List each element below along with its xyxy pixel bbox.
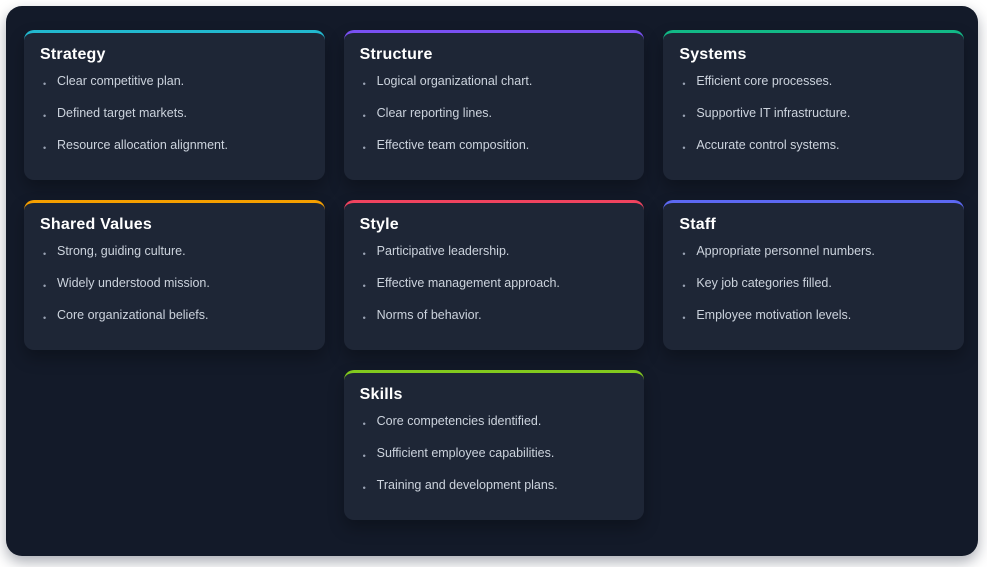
list-item: • Employee motivation levels. <box>682 308 948 323</box>
list-item-text: Sufficient employee capabilities. <box>376 446 555 460</box>
list-item-text: Resource allocation alignment. <box>57 138 228 152</box>
bullet-icon: • <box>362 419 366 429</box>
card-title: Staff <box>679 216 716 233</box>
list-item-text: Effective management approach. <box>376 276 560 290</box>
list-item-text: Efficient core processes. <box>696 74 833 88</box>
card-item-list: • Core competencies identified. • Sufficie… <box>360 414 629 493</box>
list-item-text: Effective team composition. <box>376 138 530 152</box>
bullet-icon: • <box>43 143 47 153</box>
card-title: Style <box>359 216 399 233</box>
bullet-icon: • <box>362 79 366 89</box>
list-item-text: Clear reporting lines. <box>376 106 492 120</box>
bullet-icon: • <box>43 281 47 291</box>
list-item-text: Logical organizational chart. <box>376 74 533 88</box>
list-item-text: Clear competitive plan. <box>57 74 185 88</box>
list-item-text: Training and development plans. <box>376 478 558 492</box>
list-item: • Supportive IT infrastructure. <box>682 106 948 121</box>
bullet-icon: • <box>682 281 686 291</box>
bullet-icon: • <box>362 483 366 493</box>
list-item: • Widely understood mission. <box>43 276 309 291</box>
card-title: Skills <box>359 386 403 403</box>
list-item-text: Accurate control systems. <box>696 138 840 152</box>
list-item-text: Core competencies identified. <box>376 414 542 428</box>
list-item-text: Appropriate personnel numbers. <box>696 244 875 258</box>
list-item: • Appropriate personnel numbers. <box>682 244 948 259</box>
bullet-icon: • <box>43 313 47 323</box>
card-strategy: Strategy • Clear competitive plan. • Defin… <box>24 30 325 180</box>
card-staff: Staff • Appropriate personnel numbers. • K… <box>663 200 964 350</box>
list-item: • Effective management approach. <box>363 276 629 291</box>
card-item-list: • Logical organizational chart. • Clear re… <box>360 74 629 153</box>
card-structure: Structure • Logical organizational chart.… <box>343 30 645 180</box>
card-skills: Skills • Core competencies identified. • S… <box>343 370 645 520</box>
card-style: Style • Participative leadership. • Effect… <box>343 200 645 350</box>
card-item-list: • Strong, guiding culture. • Widely unders… <box>40 244 309 323</box>
card-title: Systems <box>679 46 747 63</box>
card-title: Structure <box>359 46 433 63</box>
bullet-icon: • <box>682 313 686 323</box>
bullet-icon: • <box>43 249 47 259</box>
list-item: • Core organizational beliefs. <box>43 308 309 323</box>
list-item: • Core competencies identified. <box>363 414 629 429</box>
list-item: • Training and development plans. <box>363 478 629 493</box>
card-title: Strategy <box>40 46 106 63</box>
list-item-text: Norms of behavior. <box>376 308 482 322</box>
list-item-text: Key job categories filled. <box>696 276 832 290</box>
bullet-icon: • <box>362 281 366 291</box>
bullet-icon: • <box>362 313 366 323</box>
list-item: • Resource allocation alignment. <box>43 138 309 153</box>
list-item: • Effective team composition. <box>363 138 629 153</box>
bullet-icon: • <box>682 143 686 153</box>
list-item-text: Employee motivation levels. <box>696 308 852 322</box>
list-item: • Accurate control systems. <box>682 138 948 153</box>
list-item-text: Participative leadership. <box>376 244 510 258</box>
card-item-list: • Efficient core processes. • Supportive I… <box>679 74 948 153</box>
list-item-text: Supportive IT infrastructure. <box>696 106 851 120</box>
framework-canvas: Strategy • Clear competitive plan. • Defin… <box>6 6 978 556</box>
list-item-text: Strong, guiding culture. <box>57 244 186 258</box>
bullet-icon: • <box>43 79 47 89</box>
list-item-text: Core organizational beliefs. <box>57 308 209 322</box>
list-item-text: Defined target markets. <box>57 106 187 120</box>
list-item: • Clear reporting lines. <box>363 106 629 121</box>
card-grid: Strategy • Clear competitive plan. • Defin… <box>24 30 964 520</box>
card-item-list: • Appropriate personnel numbers. • Key job… <box>679 244 948 323</box>
card-item-list: • Clear competitive plan. • Defined target… <box>40 74 309 153</box>
card-item-list: • Participative leadership. • Effective ma… <box>360 244 629 323</box>
list-item: • Participative leadership. <box>363 244 629 259</box>
bullet-icon: • <box>682 111 686 121</box>
list-item: • Efficient core processes. <box>682 74 948 89</box>
list-item: • Defined target markets. <box>43 106 309 121</box>
list-item: • Strong, guiding culture. <box>43 244 309 259</box>
bullet-icon: • <box>362 143 366 153</box>
card-title: Shared Values <box>40 216 152 233</box>
card-systems: Systems • Efficient core processes. • Supp… <box>663 30 964 180</box>
card-shared-values: Shared Values • Strong, guiding culture. … <box>24 200 325 350</box>
list-item: • Norms of behavior. <box>363 308 629 323</box>
bullet-icon: • <box>682 79 686 89</box>
list-item: • Clear competitive plan. <box>43 74 309 89</box>
bullet-icon: • <box>43 111 47 121</box>
list-item: • Logical organizational chart. <box>363 74 629 89</box>
list-item-text: Widely understood mission. <box>57 276 210 290</box>
bullet-icon: • <box>362 111 366 121</box>
bullet-icon: • <box>682 249 686 259</box>
bullet-icon: • <box>362 451 366 461</box>
list-item: • Key job categories filled. <box>682 276 948 291</box>
list-item: • Sufficient employee capabilities. <box>363 446 629 461</box>
bullet-icon: • <box>362 249 366 259</box>
